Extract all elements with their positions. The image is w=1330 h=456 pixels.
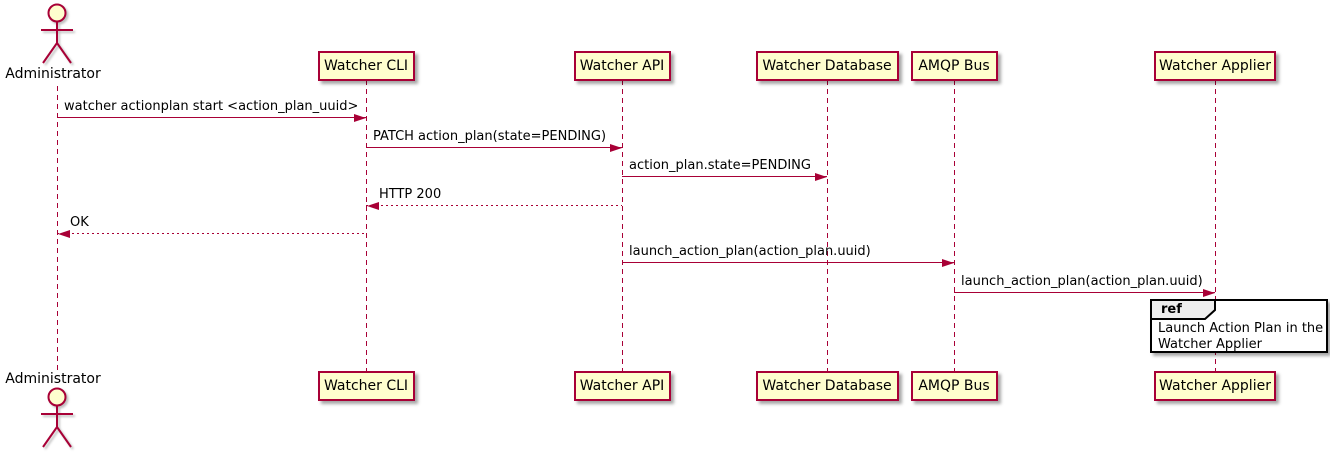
message-arrowhead-6 bbox=[942, 258, 954, 267]
lifeline-watcher-applier bbox=[1215, 80, 1216, 371]
participant-box-top-watcher-cli: Watcher CLI bbox=[317, 51, 415, 81]
participant-label: Watcher Database bbox=[762, 378, 892, 394]
participant-label: Watcher API bbox=[579, 378, 665, 394]
participant-label: Watcher CLI bbox=[323, 58, 409, 74]
lifeline-watcher-cli bbox=[366, 80, 367, 371]
actor-label-top-administrator: Administrator bbox=[5, 66, 101, 82]
participant-box-bottom-watcher-database: Watcher Database bbox=[755, 371, 899, 401]
message-arrowhead-4 bbox=[367, 201, 379, 210]
actor-label-bottom-administrator: Administrator bbox=[5, 371, 101, 387]
message-arrowhead-7 bbox=[1203, 288, 1215, 297]
participant-box-bottom-watcher-api: Watcher API bbox=[573, 371, 671, 401]
message-arrowhead-2 bbox=[610, 143, 622, 152]
participant-box-bottom-watcher-applier: Watcher Applier bbox=[1154, 371, 1276, 401]
message-label-6: launch_action_plan(action_plan.uuid) bbox=[629, 244, 871, 259]
message-label-7: launch_action_plan(action_plan.uuid) bbox=[961, 274, 1203, 289]
participant-box-bottom-watcher-cli: Watcher CLI bbox=[317, 371, 415, 401]
message-line-3 bbox=[622, 176, 827, 177]
lifeline-administrator bbox=[57, 86, 58, 371]
participant-box-top-watcher-api: Watcher API bbox=[573, 51, 671, 81]
message-line-4 bbox=[366, 205, 622, 206]
message-line-1 bbox=[57, 117, 366, 118]
participant-box-top-amqp-bus: AMQP Bus bbox=[910, 51, 998, 81]
message-arrowhead-5 bbox=[58, 229, 70, 238]
participant-label: Watcher API bbox=[579, 58, 665, 74]
lifeline-watcher-database bbox=[827, 80, 828, 371]
participant-label: Watcher CLI bbox=[323, 378, 409, 394]
participant-label: Watcher Database bbox=[762, 58, 892, 74]
participant-box-bottom-amqp-bus: AMQP Bus bbox=[910, 371, 998, 401]
message-label-3: action_plan.state=PENDING bbox=[629, 158, 811, 173]
message-arrowhead-1 bbox=[354, 113, 366, 122]
participant-box-top-watcher-applier: Watcher Applier bbox=[1154, 51, 1276, 81]
ref-fragment: ref Launch Action Plan in the Watcher Ap… bbox=[1150, 299, 1328, 353]
message-line-6 bbox=[622, 262, 954, 263]
ref-header-pentagon bbox=[1151, 300, 1216, 320]
message-label-5: OK bbox=[70, 215, 89, 230]
message-label-2: PATCH action_plan(state=PENDING) bbox=[373, 129, 607, 144]
ref-label: Launch Action Plan in the Watcher Applie… bbox=[1158, 321, 1324, 352]
message-line-2 bbox=[366, 147, 622, 148]
ref-keyword: ref bbox=[1161, 302, 1182, 317]
participant-label: AMQP Bus bbox=[918, 378, 990, 394]
participant-label: Watcher Applier bbox=[1159, 58, 1271, 74]
message-label-1: watcher actionplan start <action_plan_uu… bbox=[64, 99, 359, 114]
participant-label: AMQP Bus bbox=[918, 58, 990, 74]
lifeline-amqp-bus bbox=[954, 80, 955, 371]
participant-box-top-watcher-database: Watcher Database bbox=[755, 51, 899, 81]
participant-label: Watcher Applier bbox=[1159, 378, 1271, 394]
message-label-4: HTTP 200 bbox=[379, 187, 442, 202]
message-arrowhead-3 bbox=[815, 172, 827, 181]
message-line-5 bbox=[57, 233, 366, 234]
actor-icon-bottom-administrator bbox=[35, 386, 79, 454]
actor-icon-top-administrator bbox=[35, 2, 79, 70]
lifeline-watcher-api bbox=[622, 80, 623, 371]
message-line-7 bbox=[954, 292, 1215, 293]
